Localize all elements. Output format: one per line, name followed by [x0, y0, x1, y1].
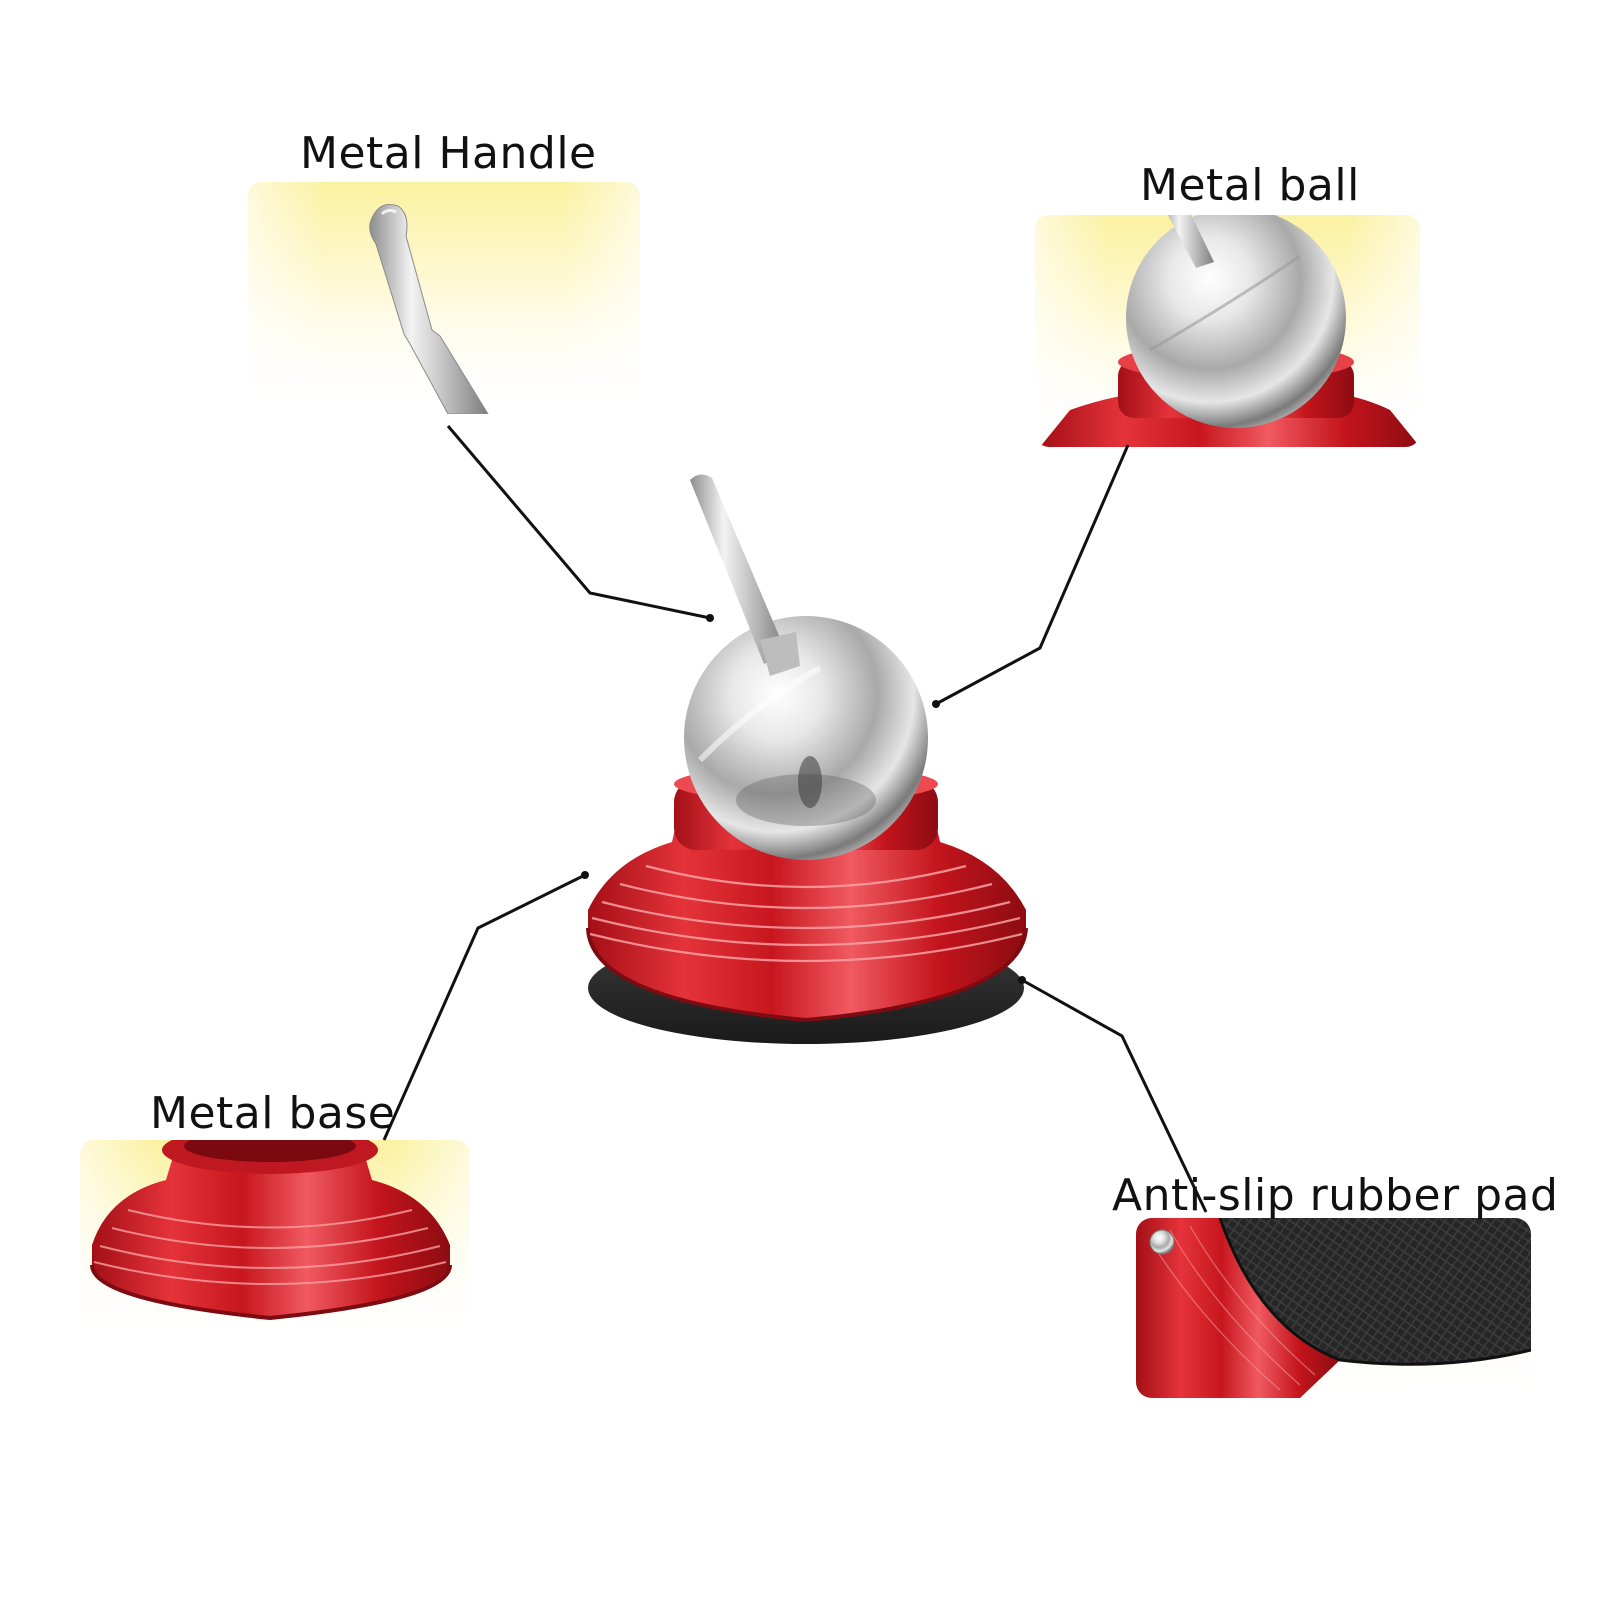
joystick-product-icon [586, 474, 1028, 1044]
leader-line-pad [1021, 978, 1208, 1213]
leader-lines [382, 425, 1208, 1213]
metal-base-label: Metal base [150, 1088, 396, 1139]
leader-dot-pad [1018, 976, 1026, 984]
rubber-pad-panel [1136, 1218, 1531, 1398]
metal-handle-panel [248, 182, 640, 414]
leader-line-handle [446, 425, 711, 620]
metal-ball-panel [1035, 215, 1420, 447]
leader-dot-ball [932, 700, 940, 708]
rubber-pad-icon [1136, 1218, 1531, 1398]
leader-dot-base [581, 871, 589, 879]
leader-dot-handle [706, 614, 714, 622]
metal-ball-icon [1040, 215, 1420, 447]
metal-base-icon [90, 1140, 452, 1321]
metal-ball-label: Metal ball [1140, 160, 1360, 211]
leader-line-ball [935, 444, 1130, 706]
base-rings [589, 864, 1023, 963]
leader-dots [581, 614, 1026, 984]
rubber-pad-label: Anti-slip rubber pad [1112, 1170, 1559, 1221]
metal-base-panel [80, 1140, 470, 1340]
leader-line-base [382, 873, 586, 1141]
metal-handle-icon [369, 204, 489, 414]
metal-handle-label: Metal Handle [300, 128, 597, 179]
